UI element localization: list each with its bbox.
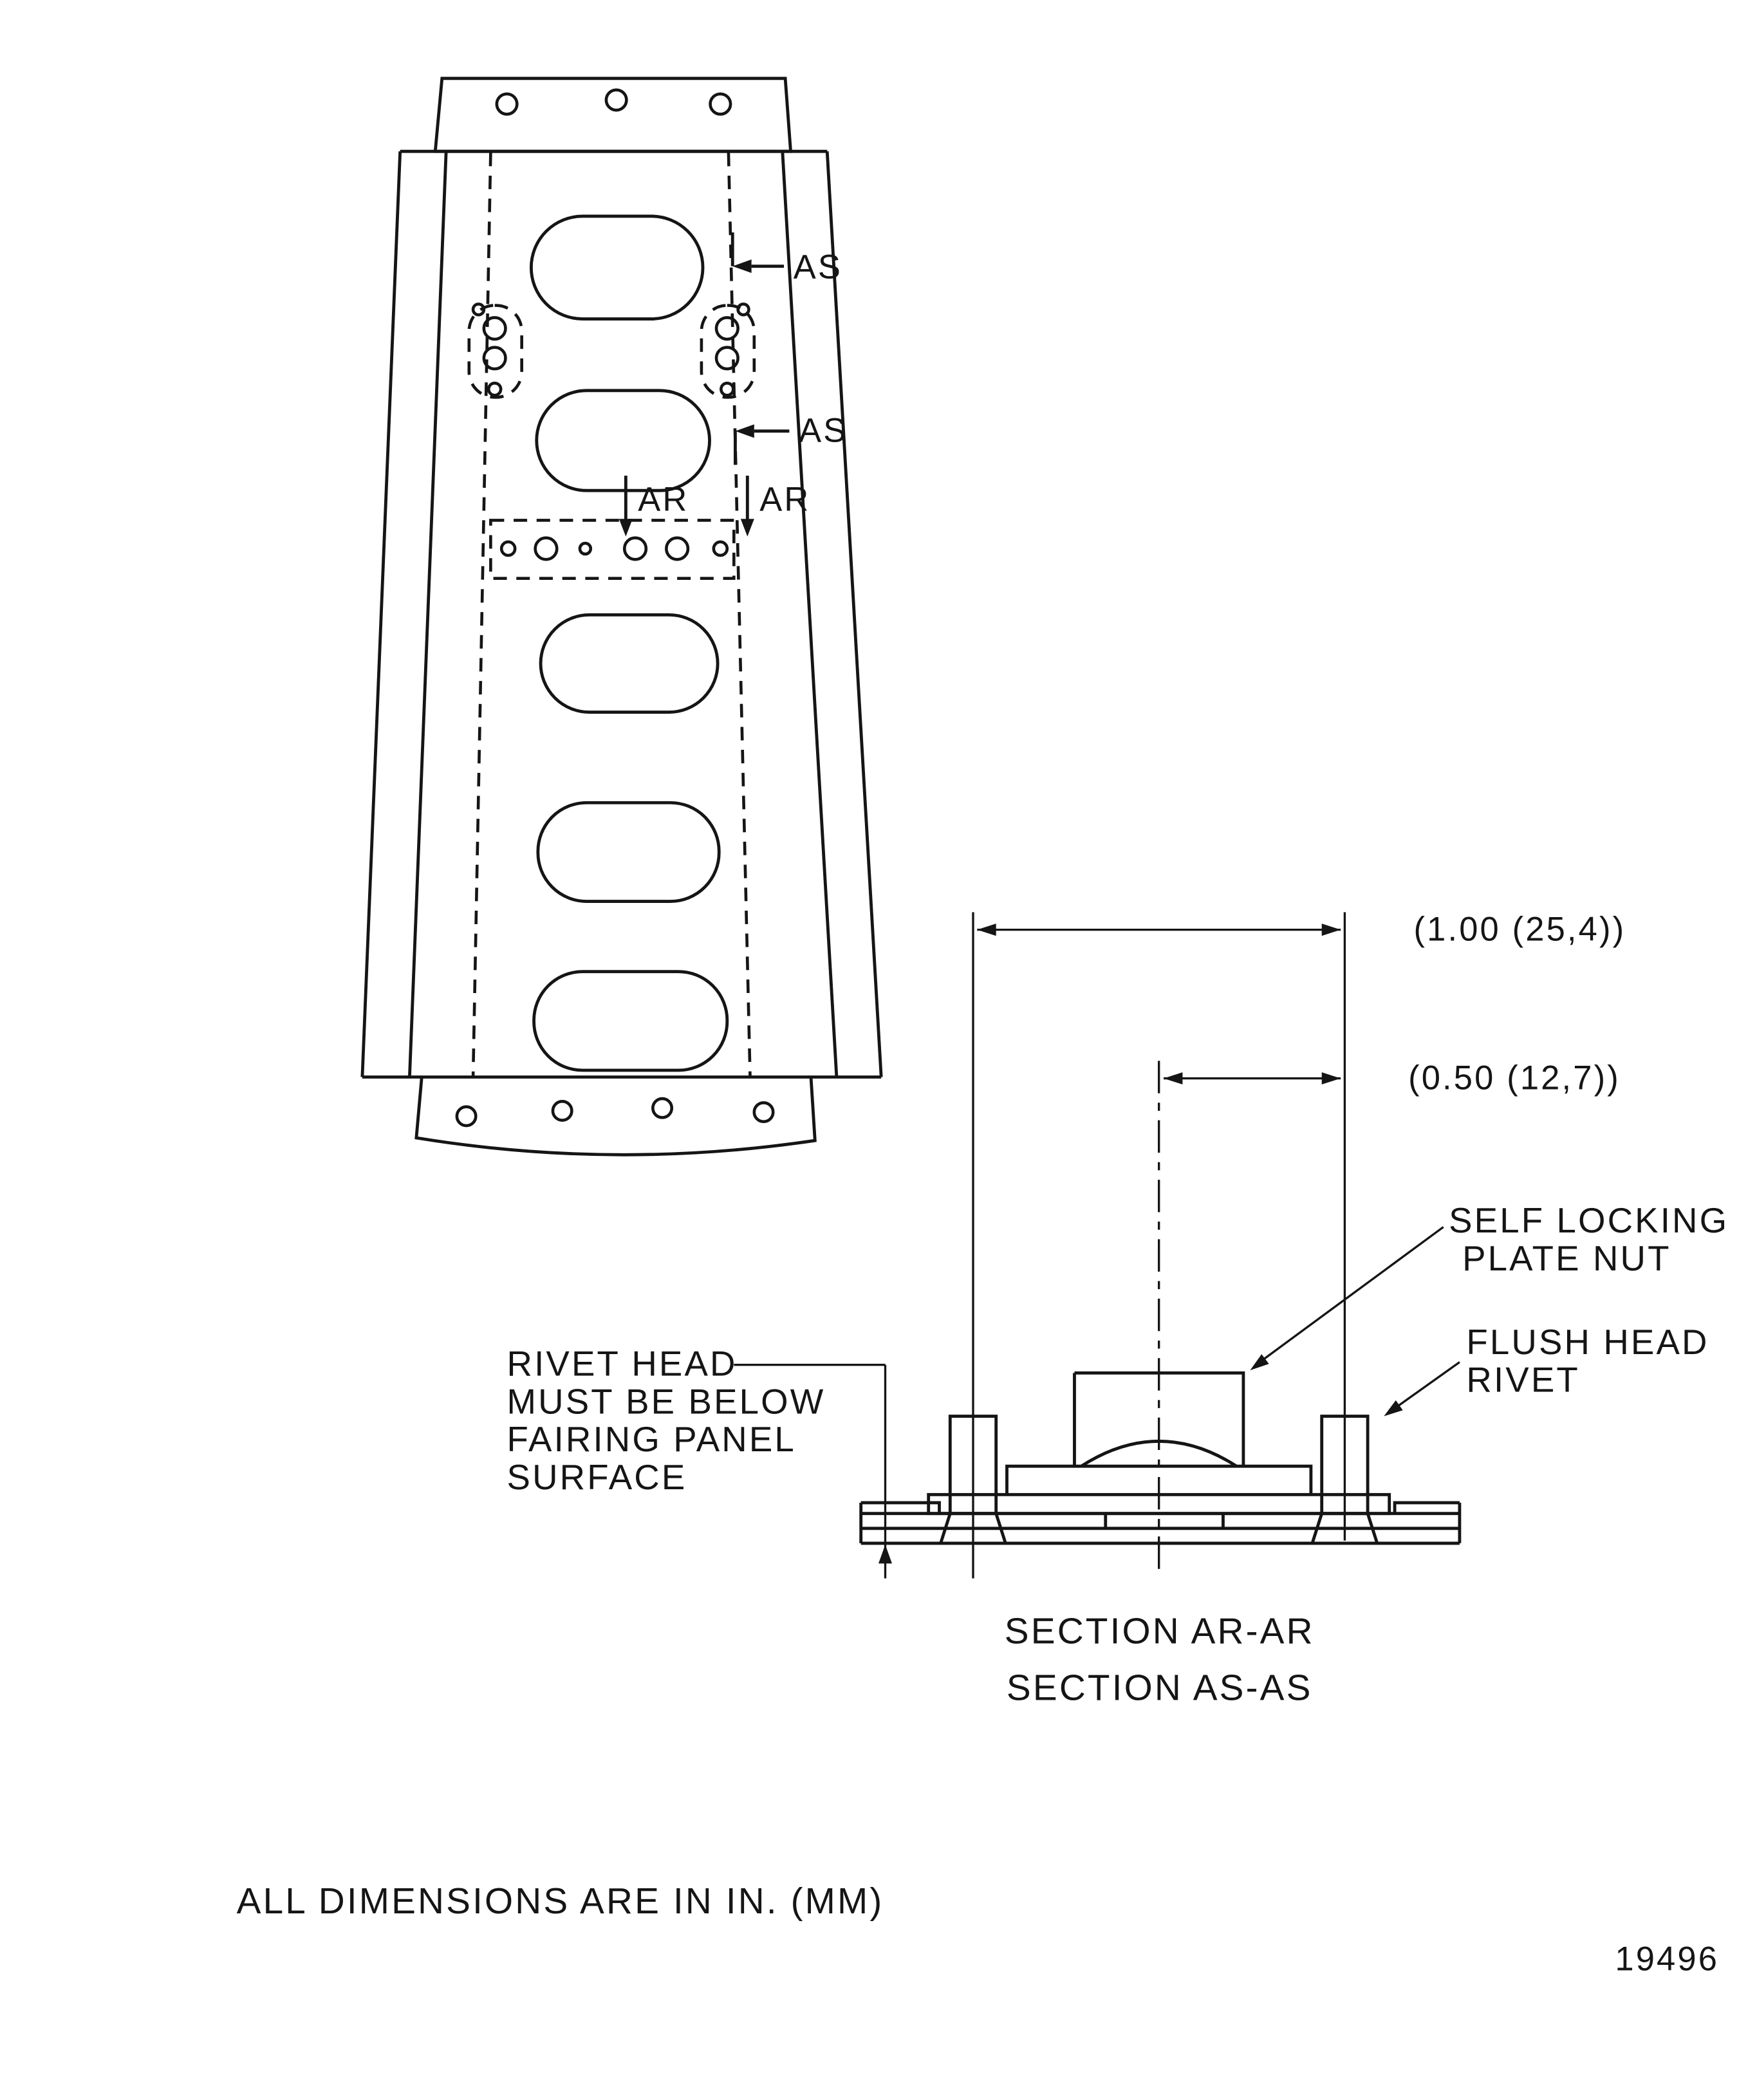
section-label-as-2: AS <box>799 412 848 450</box>
support-plate-outline <box>360 151 883 1079</box>
callout-rivet-head-line2: MUST BE BELOW <box>507 1382 826 1421</box>
section-title-ar: SECTION AR-AR <box>1005 1611 1315 1651</box>
section-label-as-1: AS <box>794 248 842 286</box>
plate-nut-group-left <box>467 302 523 399</box>
section-label-ar-1: AR <box>638 481 689 519</box>
lightening-hole-cutouts <box>529 214 729 1072</box>
callout-plate-nut-line1: SELF LOCKING <box>1449 1201 1729 1240</box>
dimension-note: ALL DIMENSIONS ARE IN IN. (MM) <box>237 1881 884 1922</box>
section-label-ar-2: AR <box>759 481 810 519</box>
dim-label-nut-offset: (0.50 (12,7)) <box>1408 1059 1621 1097</box>
top-rivet-holes <box>495 88 732 116</box>
nut-body <box>1073 1371 1245 1467</box>
callout-rivet-head-line4: SURFACE <box>507 1458 687 1497</box>
callout-flush-rivet-line1: FLUSH HEAD <box>1466 1323 1709 1362</box>
section-marker-as-upper: AS <box>730 232 842 286</box>
section-marker-ar-left: AR <box>618 476 689 537</box>
fairing-panel-outline <box>407 153 839 1077</box>
callout-plate-nut: SELF LOCKING PLATE NUT <box>1250 1201 1729 1371</box>
plan-view: AS AS AR AR <box>360 77 883 1157</box>
countersink-left <box>939 1512 1007 1544</box>
section-marker-ar-right: AR <box>740 476 810 537</box>
dim-label-rivet-spacing: (1.00 (25,4)) <box>1413 910 1626 948</box>
plate-nut-group-right <box>700 302 756 399</box>
dimension-rivet-spacing: (1.00 (25,4)) <box>977 910 1626 948</box>
plate-nut-band <box>489 519 736 580</box>
footer: ALL DIMENSIONS ARE IN IN. (MM) 19496 <box>237 1881 1719 1978</box>
nut-dome-arc <box>1080 1440 1238 1468</box>
figure-number: 19496 <box>1615 1940 1719 1978</box>
callout-flush-rivet-line2: RIVET <box>1466 1361 1579 1400</box>
section-title-as: SECTION AS-AS <box>1007 1668 1313 1708</box>
callout-plate-nut-line2: PLATE NUT <box>1462 1239 1671 1278</box>
countersink-right <box>1310 1512 1379 1544</box>
bottom-attachment-strip <box>414 1077 817 1157</box>
section-view: (1.00 (25,4)) (0.50 (12,7)) <box>507 910 1729 1708</box>
callout-rivet-head-line1: RIVET HEAD <box>507 1344 738 1384</box>
dimension-nut-offset: (0.50 (12,7)) <box>1164 1059 1621 1097</box>
nut-cage-flange <box>1005 1464 1313 1495</box>
extension-lines <box>972 912 1346 1579</box>
callout-flush-rivet: FLUSH HEAD RIVET <box>1384 1323 1709 1417</box>
callout-rivet-head: RIVET HEAD MUST BE BELOW FAIRING PANEL S… <box>507 1344 892 1579</box>
fairing-panel-cross-section <box>859 1501 1462 1545</box>
callout-rivet-head-line3: FAIRING PANEL <box>507 1420 796 1459</box>
section-marker-as-lower: AS <box>734 412 848 465</box>
hidden-fairing-edges <box>471 153 752 1077</box>
